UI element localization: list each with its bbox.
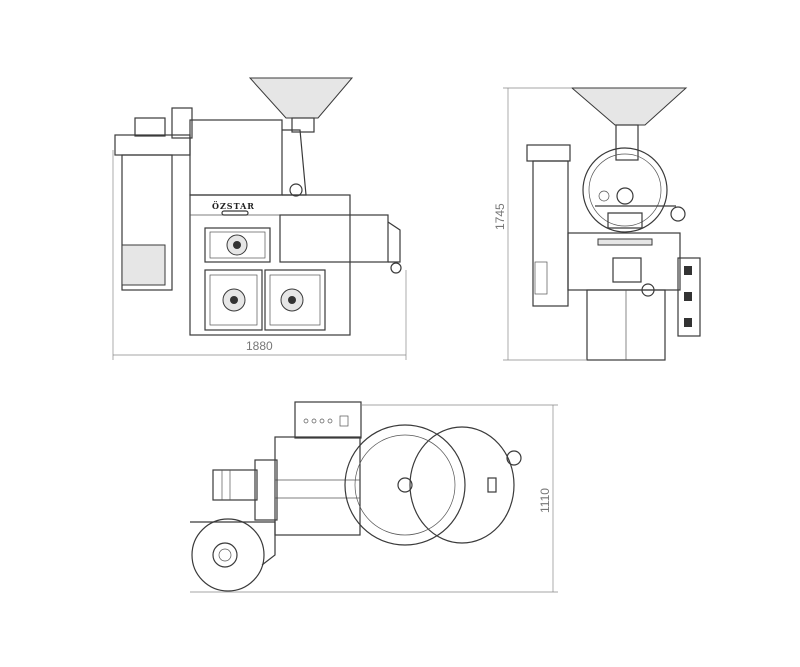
side-hopper [570,87,688,126]
drum-front [582,147,668,233]
side-tower [532,160,569,307]
top-body [274,436,361,536]
dimension-height-label: 1745 [493,203,507,230]
brand-label: ÖZSTAR [212,201,255,211]
top-motor [212,469,258,501]
hopper-funnel [248,77,354,119]
lower-cabinet [189,194,351,336]
chaff-cyclone [191,518,265,592]
front-panel-right [264,269,326,331]
cooling-tray-lid [409,426,515,544]
drum-housing [189,119,283,196]
cooling-tray [344,424,466,546]
top-control-panel [294,401,362,439]
dimension-depth-label: 1110 [538,488,552,513]
side-control-panel [677,257,701,337]
chaff-arm [279,214,389,263]
dimension-width-label: 1880 [246,339,273,353]
front-panel-top [204,227,271,263]
side-view: 1745 [493,87,701,361]
top-view: 1110 [190,401,558,593]
front-panel-left [204,269,263,331]
front-view: ÖZSTAR 1880 [112,77,407,360]
